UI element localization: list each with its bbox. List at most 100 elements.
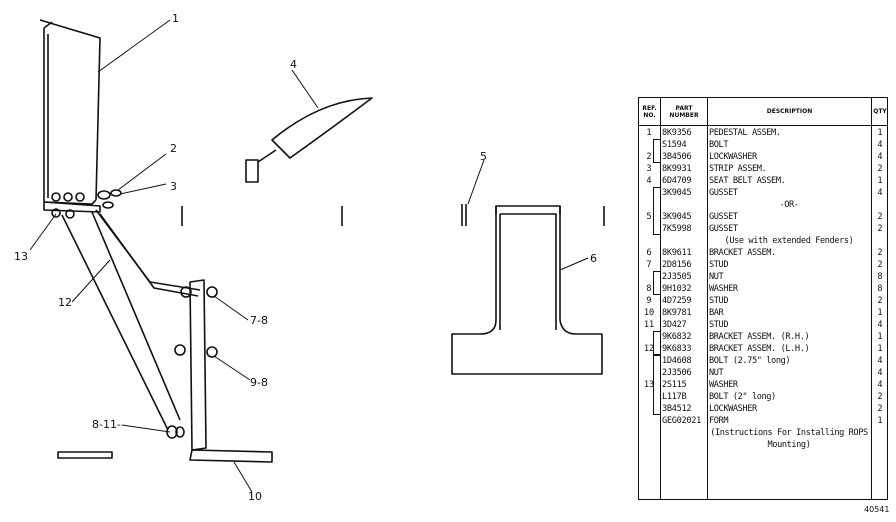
table-row: (Use with extended Fenders) (639, 235, 887, 247)
ref-cell: 2 (646, 152, 652, 162)
ref-cell: 10 (643, 308, 655, 318)
description-cell: LOCKWASHER (709, 404, 757, 414)
part-number-cell: 9K6832 (662, 332, 692, 342)
ref-cell: 13 (643, 380, 655, 390)
ref-cell: 4 (646, 176, 652, 186)
part-number-cell: 2J3505 (662, 272, 692, 282)
description-cell: NUT (709, 272, 724, 282)
callout-2: 2 (170, 142, 177, 155)
part-4-seat-belt-assembly (245, 97, 373, 183)
part-number-cell: 2S115 (662, 380, 687, 390)
qty-cell: 2 (877, 404, 883, 414)
description-cell: BOLT (2" long) (709, 392, 776, 402)
part-number-cell: 8K9931 (662, 164, 692, 174)
ref-cell: 12 (643, 344, 655, 354)
table-row: (Instructions For Installing ROPS (639, 427, 887, 439)
qty-cell: 8 (877, 284, 883, 294)
qty-cell: 2 (877, 224, 883, 234)
table-row: Mounting) (639, 439, 887, 451)
qty-cell: 1 (877, 176, 883, 186)
callout-7-8: 7-8 (250, 314, 268, 327)
qty-cell: 1 (877, 416, 883, 426)
description-cell: GUSSET (709, 188, 738, 198)
qty-cell: 1 (877, 344, 883, 354)
part-number-cell: 6D4709 (662, 176, 692, 186)
part-6-bracket-assembly (451, 205, 603, 375)
figure-number: 40541 (864, 505, 889, 514)
qty-cell: 2 (877, 392, 883, 402)
leader-lines (29, 19, 589, 493)
header-description: DESCRIPTION (766, 108, 813, 115)
qty-cell: 4 (877, 188, 883, 198)
table-row: 7K5998 GUSSET 2 (639, 223, 887, 235)
description-cell: BAR (709, 308, 724, 318)
callout-6: 6 (590, 252, 597, 265)
part-number-cell: 2D8156 (662, 260, 692, 270)
header-ref-no: REF. NO. (642, 104, 657, 119)
part-number-cell: 8K9781 (662, 308, 692, 318)
part-number-cell: 7K5998 (662, 224, 692, 234)
qty-cell: 4 (877, 356, 883, 366)
description-cell: NUT (709, 368, 724, 378)
part-10-bar (57, 449, 273, 463)
ref-cell: 11 (643, 320, 655, 330)
callout-9-8: 9-8 (250, 376, 268, 389)
table-row: 10 8K9781 BAR 1 (639, 307, 887, 319)
description-cell: GUSSET (709, 224, 738, 234)
part-number-cell: 1D4608 (662, 356, 692, 366)
part-12-bracket-assembly (61, 209, 201, 431)
ref-cell: 1 (646, 128, 652, 138)
part-1-pedestal-assembly (39, 19, 101, 213)
callout-8-11: 8-11- (92, 418, 121, 431)
callout-10: 10 (248, 490, 262, 503)
description-cell: STRIP ASSEM. (709, 164, 767, 174)
callout-3: 3 (170, 180, 177, 193)
part-number-cell: 3K9045 (662, 212, 692, 222)
part-number-cell: L117B (662, 392, 687, 402)
description-cell: BOLT (2.75" long) (709, 356, 791, 366)
description-cell: STUD (709, 260, 729, 270)
table-row: L117B BOLT (2" long) 2 (639, 391, 887, 403)
qty-cell: 2 (877, 296, 883, 306)
description-cell: -OR- (779, 200, 799, 210)
qty-cell: 4 (877, 380, 883, 390)
part-2-3-bolt-and-strip (97, 189, 122, 209)
part-number-cell: 2J3506 (662, 368, 692, 378)
part-number-cell: 8K9611 (662, 248, 692, 258)
part-number-cell: GEG02021 (662, 416, 701, 426)
description-cell: STUD (709, 320, 729, 330)
callout-12: 12 (58, 296, 72, 309)
qty-cell: 2 (877, 212, 883, 222)
description-cell: STUD (709, 296, 729, 306)
qty-cell: 4 (877, 320, 883, 330)
callout-1: 1 (172, 12, 179, 25)
ref-cell: 3 (646, 164, 652, 174)
callout-13: 13 (14, 250, 28, 263)
description-cell: GUSSET (709, 212, 738, 222)
qty-cell: 2 (877, 164, 883, 174)
description-cell: (Instructions For Installing ROPS (710, 428, 868, 438)
parts-table-header (639, 98, 887, 126)
part-number-cell: 9K6833 (662, 344, 692, 354)
qty-cell: 1 (877, 332, 883, 342)
qty-cell: 1 (877, 308, 883, 318)
qty-cell: 4 (877, 152, 883, 162)
table-row: -OR- (639, 199, 887, 211)
description-cell: PEDESTAL ASSEM. (709, 128, 781, 138)
table-row: 3 8K9931 STRIP ASSEM. 2 (639, 163, 887, 175)
